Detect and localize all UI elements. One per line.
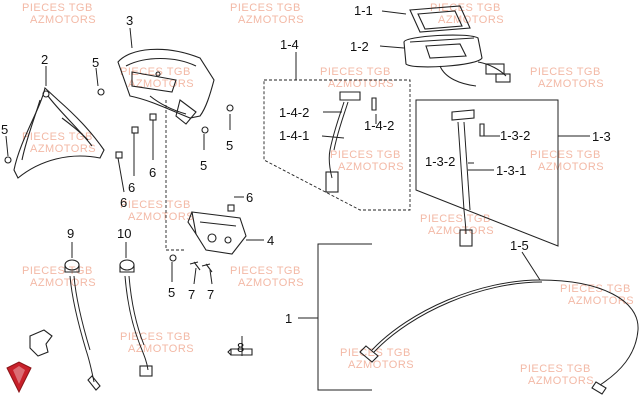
- watermark-brand: PIECES TGB: [120, 331, 191, 343]
- watermark-brand: PIECES TGB: [230, 2, 301, 14]
- watermark-layer: PIECES TGB AZMOTORS PIECES TGB AZMOTORS …: [22, 2, 634, 387]
- watermark-site: AZMOTORS: [568, 295, 634, 307]
- fastener-clip: [227, 204, 235, 212]
- part-dashboard-housing: [117, 48, 215, 125]
- callout-1-1: 1-1: [354, 3, 373, 18]
- callout-6: 6: [246, 190, 253, 205]
- part-harness-1-3-1: [451, 109, 485, 247]
- watermark-site: AZMOTORS: [238, 277, 304, 289]
- callout-1-3: 1-3: [592, 129, 611, 144]
- watermark-brand: PIECES TGB: [530, 66, 601, 78]
- callout-1: 1: [285, 311, 292, 326]
- watermark-brand: PIECES TGB: [22, 131, 93, 143]
- watermark-site: AZMOTORS: [528, 375, 594, 387]
- watermark-brand: PIECES TGB: [520, 363, 591, 375]
- watermark-site: AZMOTORS: [238, 14, 304, 26]
- callout-5: 5: [92, 55, 99, 70]
- watermark-site: AZMOTORS: [30, 14, 96, 26]
- watermark-site: AZMOTORS: [338, 161, 404, 173]
- group-1-4-outline: [263, 79, 411, 211]
- watermark-brand: PIECES TGB: [22, 2, 93, 14]
- watermark-site: AZMOTORS: [428, 225, 494, 237]
- callout-1-4-2: 1-4-2: [364, 118, 394, 133]
- watermark-site: AZMOTORS: [328, 78, 394, 90]
- watermark-site: AZMOTORS: [538, 161, 604, 173]
- watermark-brand: PIECES TGB: [560, 283, 631, 295]
- watermark-brand: PIECES TGB: [330, 149, 401, 161]
- part-indicator-left: [64, 259, 101, 391]
- watermark-brand: PIECES TGB: [120, 66, 191, 78]
- watermark-brand: PIECES TGB: [420, 213, 491, 225]
- part-meter-housing: [403, 34, 511, 87]
- callout-5: 5: [200, 158, 207, 173]
- callout-6: 6: [120, 195, 127, 210]
- callout-1-4-1: 1-4-1: [279, 128, 309, 143]
- callout-2: 2: [41, 52, 48, 67]
- bracket-small: [29, 329, 53, 357]
- part-cable-1-5: [359, 279, 639, 395]
- callout-1-3-1: 1-3-1: [496, 163, 526, 178]
- watermark-site: AZMOTORS: [30, 277, 96, 289]
- fastener-clip: [149, 113, 157, 121]
- part-bracket: [187, 211, 247, 255]
- watermark-site: AZMOTORS: [128, 211, 194, 223]
- callout-3: 3: [126, 13, 133, 28]
- part-indicator-right: [119, 259, 153, 377]
- callout-1-2: 1-2: [350, 39, 369, 54]
- callout-1-3-2: 1-3-2: [425, 154, 455, 169]
- callout-5: 5: [168, 285, 175, 300]
- callout-6: 6: [149, 165, 156, 180]
- watermark-brand: PIECES TGB: [530, 149, 601, 161]
- callout-7: 7: [188, 287, 195, 302]
- callout-1-3-2: 1-3-2: [500, 128, 530, 143]
- callout-1-5: 1-5: [510, 238, 529, 253]
- group-1-bracket: [298, 243, 372, 391]
- callout-8: 8: [237, 340, 244, 355]
- leader-lines: [5, 10, 590, 356]
- watermark-site: AZMOTORS: [30, 143, 96, 155]
- watermark-brand: PIECES TGB: [430, 2, 501, 14]
- watermark-brand: PIECES TGB: [340, 347, 411, 359]
- brand-emblem-icon: [6, 361, 32, 394]
- callout-9: 9: [67, 226, 74, 241]
- fastener-clip: [115, 151, 123, 159]
- part-harness-1-4-1: [325, 91, 377, 193]
- watermark-site: AZMOTORS: [348, 359, 414, 371]
- watermark-brand: PIECES TGB: [120, 199, 191, 211]
- callout-1-4-2: 1-4-2: [279, 105, 309, 120]
- callout-1-4: 1-4: [280, 37, 299, 52]
- callout-7: 7: [207, 287, 214, 302]
- callout-labels: 1-1 1-2 1-4 1-4-2 1-4-2 1-4-1 1-3 1-3-2 …: [1, 3, 611, 355]
- callout-10: 10: [117, 226, 131, 241]
- watermark-brand: PIECES TGB: [320, 66, 391, 78]
- watermark-site: AZMOTORS: [128, 343, 194, 355]
- part-speedometer-head: [409, 5, 471, 33]
- callout-4: 4: [267, 233, 274, 248]
- watermark-brand: PIECES TGB: [22, 265, 93, 277]
- watermark-brand: PIECES TGB: [230, 265, 301, 277]
- part-bolts: [189, 261, 213, 273]
- fastener-clip: [131, 126, 139, 134]
- screws: [4, 88, 234, 262]
- callout-6: 6: [128, 180, 135, 195]
- callout-5: 5: [1, 122, 8, 137]
- watermark-site: AZMOTORS: [438, 14, 504, 26]
- part-front-cover: [13, 86, 105, 179]
- part-pin: [227, 348, 253, 356]
- watermark-site: AZMOTORS: [128, 78, 194, 90]
- callout-5: 5: [226, 138, 233, 153]
- watermark-site: AZMOTORS: [538, 78, 604, 90]
- group-1-3-outline: [415, 99, 559, 247]
